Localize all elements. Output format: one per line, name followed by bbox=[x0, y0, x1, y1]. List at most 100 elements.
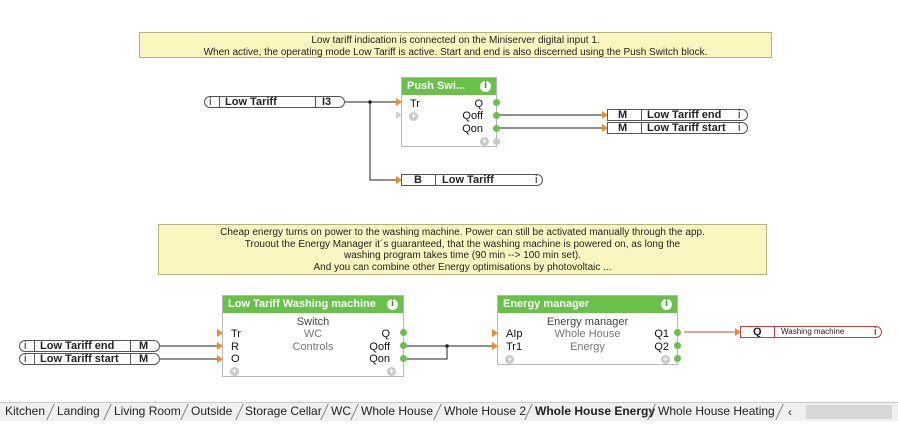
info-icon: i bbox=[738, 122, 741, 134]
input-arrow-icon bbox=[396, 98, 402, 106]
memory-name: Low Tariff start bbox=[647, 122, 726, 134]
output-port[interactable] bbox=[674, 355, 681, 362]
block-subtitle: Switch bbox=[296, 316, 330, 328]
output-port-q1[interactable] bbox=[674, 329, 681, 336]
output-type: Q bbox=[753, 326, 762, 338]
add-output-icon[interactable]: + bbox=[480, 136, 489, 146]
memory-low-tariff-start-input[interactable]: i Low Tariff start M bbox=[19, 353, 160, 365]
info-icon: i bbox=[535, 174, 538, 186]
output-name: Washing machine bbox=[781, 327, 845, 336]
note-line: When active, the operating mode Low Tari… bbox=[203, 46, 708, 58]
note-line: Trouout the Energy Manager it´s guarante… bbox=[244, 238, 681, 250]
add-input-icon[interactable]: + bbox=[505, 354, 514, 364]
input-arrow-icon bbox=[396, 176, 402, 184]
block-category: Energy bbox=[570, 341, 605, 353]
output-port-q2[interactable] bbox=[674, 342, 681, 349]
tab-whole-house[interactable]: Whole House bbox=[361, 404, 434, 418]
washing-machine-switch-block[interactable]: Low Tariff Washing machine i Switch Tr R… bbox=[222, 295, 404, 377]
tab-wc[interactable]: WC bbox=[331, 404, 351, 418]
output-label-qoff: Qoff bbox=[462, 110, 483, 122]
output-port-qoff[interactable] bbox=[400, 342, 407, 349]
block-title: Low Tariff Washing machine bbox=[223, 296, 403, 313]
memory-low-tariff-end-input[interactable]: i Low Tariff end M bbox=[19, 340, 160, 352]
memory-low-tariff-end[interactable]: M Low Tariff end i bbox=[607, 109, 748, 121]
add-input-icon[interactable]: + bbox=[230, 366, 239, 376]
add-output-icon[interactable]: + bbox=[387, 366, 396, 376]
memory-type: M bbox=[618, 109, 628, 121]
input-label-tr: Tr bbox=[410, 98, 420, 110]
note-line: And you can combine other Energy optimis… bbox=[313, 261, 612, 273]
block-subtitle: Energy manager bbox=[546, 316, 629, 328]
note-line: Low tariff indication is connected on th… bbox=[311, 35, 600, 46]
info-icon: i bbox=[24, 340, 27, 352]
tab-scroll-left-button[interactable]: ‹ bbox=[788, 405, 792, 419]
mode-type: B bbox=[414, 174, 422, 186]
info-icon[interactable]: i bbox=[387, 299, 398, 310]
block-title: Push Swi... bbox=[402, 78, 496, 95]
tab-outside[interactable]: Outside bbox=[191, 404, 233, 418]
tab-whole-house-heating[interactable]: Whole House Heating bbox=[658, 404, 775, 418]
add-output-icon[interactable]: + bbox=[661, 354, 670, 364]
memory-type: M bbox=[139, 353, 149, 365]
tab-landing[interactable]: Landing bbox=[57, 404, 100, 418]
output-label-qon: Qon bbox=[462, 123, 483, 135]
tab-living-room[interactable]: Living Room bbox=[114, 404, 181, 418]
output-label-q2: Q2 bbox=[654, 341, 669, 353]
input-label-o: O bbox=[231, 353, 240, 365]
note-line: Cheap energy turns on power to the washi… bbox=[220, 227, 705, 238]
input-arrow-icon bbox=[217, 342, 223, 350]
note-washing-machine: Cheap energy turns on power to the washi… bbox=[158, 224, 767, 275]
block-room: Whole House bbox=[554, 328, 621, 340]
output-port[interactable] bbox=[493, 138, 500, 145]
tab-whole-house-2[interactable]: Whole House 2 bbox=[444, 404, 527, 418]
info-icon[interactable]: i bbox=[661, 299, 672, 310]
input-name: Low Tariff bbox=[225, 96, 277, 108]
output-label-q1: Q1 bbox=[654, 328, 669, 340]
input-label-aip: AIp bbox=[506, 328, 523, 340]
page-tab-bar: Kitchen Landing Living Room Outside Stor… bbox=[0, 402, 898, 421]
memory-type: M bbox=[139, 340, 149, 352]
input-arrow-icon bbox=[602, 111, 608, 119]
info-icon: i bbox=[24, 353, 27, 365]
note-low-tariff: Low tariff indication is connected on th… bbox=[139, 32, 772, 58]
info-icon: i bbox=[874, 326, 877, 338]
output-label-q: Q bbox=[474, 98, 483, 110]
info-icon[interactable]: i bbox=[480, 81, 491, 92]
output-port-qon[interactable] bbox=[493, 125, 500, 132]
memory-low-tariff-start[interactable]: M Low Tariff start i bbox=[607, 122, 748, 134]
info-icon: i bbox=[209, 96, 212, 108]
mode-name: Low Tariff bbox=[442, 174, 494, 186]
energy-manager-block[interactable]: Energy manager i Energy manager AIp Tr1 … bbox=[497, 295, 678, 365]
input-label-tr: Tr bbox=[231, 328, 241, 340]
input-arrow-icon bbox=[217, 329, 223, 337]
input-arrow-icon bbox=[396, 111, 402, 119]
block-room: WC bbox=[303, 328, 323, 340]
operating-mode-low-tariff[interactable]: B Low Tariff i bbox=[401, 174, 543, 186]
output-label-q: Q bbox=[381, 328, 390, 340]
output-label-qoff: Qoff bbox=[369, 341, 390, 353]
tab-storage-cellar[interactable]: Storage Cellar bbox=[245, 404, 322, 418]
memory-name: Low Tariff end bbox=[40, 340, 115, 352]
output-port-q[interactable] bbox=[493, 99, 500, 106]
input-arrow-icon bbox=[602, 124, 608, 132]
output-washing-machine[interactable]: Q Washing machine i bbox=[740, 326, 882, 338]
memory-type: M bbox=[618, 122, 628, 134]
tab-whole-house-energy[interactable]: Whole House Energy bbox=[535, 404, 656, 418]
push-switch-block[interactable]: Push Swi... i Tr Q Qoff Qon + + bbox=[401, 77, 497, 147]
input-label-tr1: Tr1 bbox=[506, 341, 523, 353]
tab-kitchen[interactable]: Kitchen bbox=[5, 404, 46, 418]
add-input-icon[interactable]: + bbox=[409, 111, 418, 121]
output-port-qon[interactable] bbox=[400, 355, 407, 362]
input-low-tariff[interactable]: i Low Tariff I3 bbox=[204, 96, 345, 108]
memory-name: Low Tariff end bbox=[647, 109, 722, 121]
block-category: Controls bbox=[292, 341, 334, 353]
note-line: washing program takes time (90 min --> 1… bbox=[343, 250, 582, 261]
output-port-q[interactable] bbox=[400, 329, 407, 336]
tab-scrollbar[interactable] bbox=[806, 405, 892, 419]
output-label-qon: Qon bbox=[369, 353, 390, 365]
block-title: Energy manager bbox=[498, 296, 677, 313]
info-icon: i bbox=[738, 109, 741, 121]
output-port-qoff[interactable] bbox=[493, 112, 500, 119]
memory-name: Low Tariff start bbox=[40, 353, 119, 365]
